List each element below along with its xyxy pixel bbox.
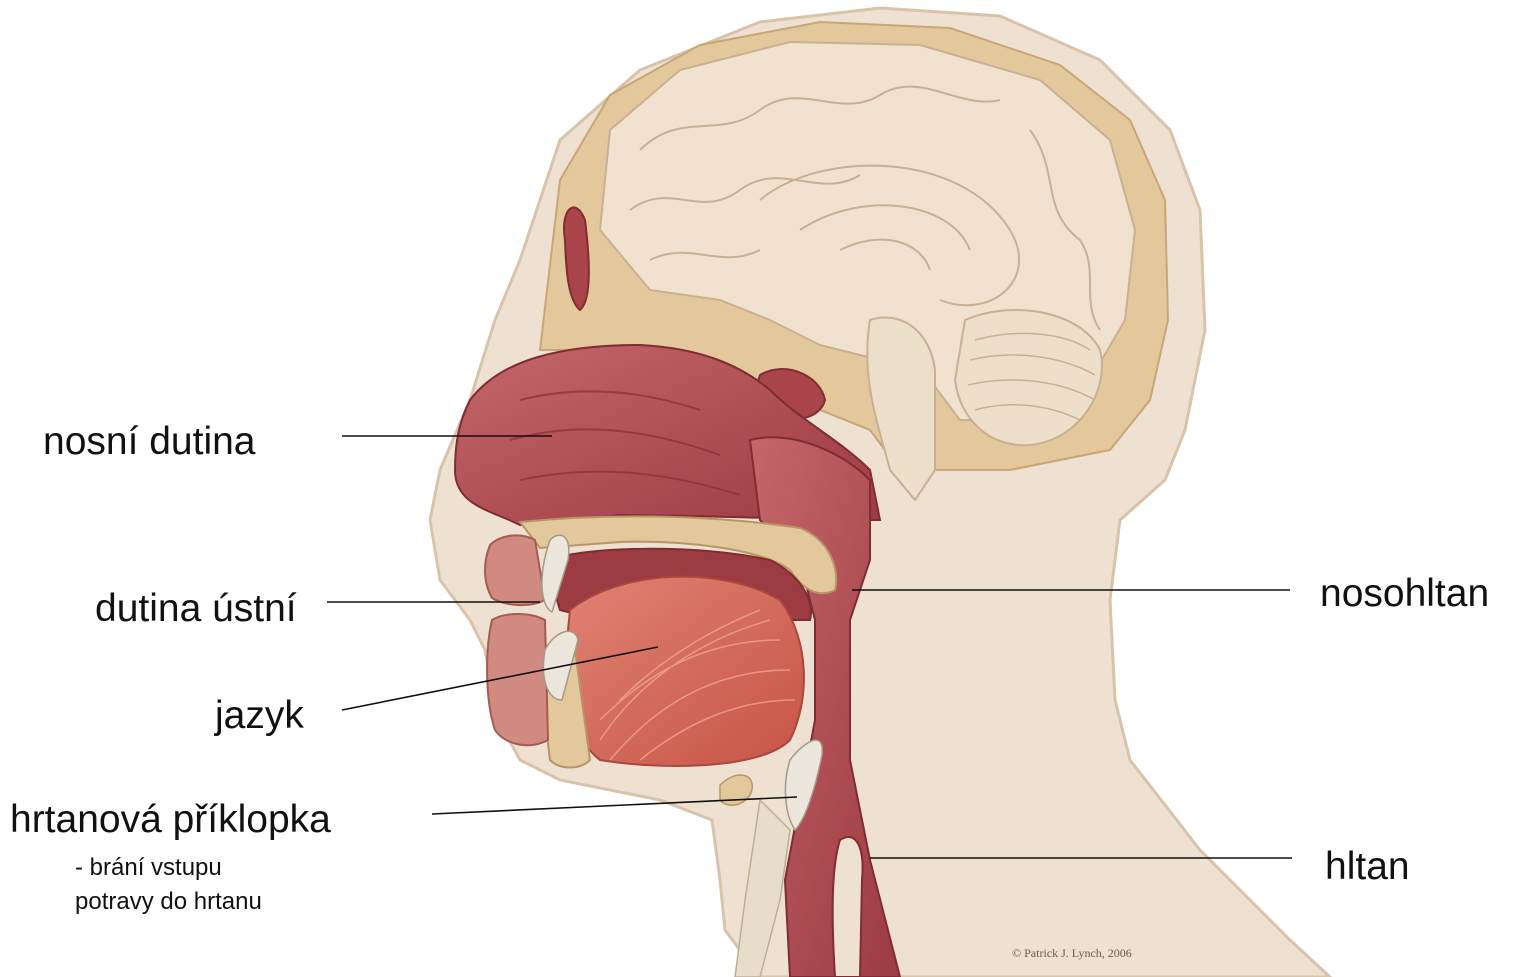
label-tongue: jazyk	[215, 694, 304, 738]
label-epiglottis-note-2: potravy do hrtanu	[75, 885, 262, 919]
label-epiglottis: hrtanová příklopka	[10, 798, 331, 842]
label-nasal-cavity: nosní dutina	[43, 420, 256, 464]
label-pharynx: hltan	[1325, 845, 1410, 889]
esophagus-split	[833, 837, 863, 977]
label-oral-cavity: dutina ústní	[95, 587, 297, 631]
copyright-credit: © Patrick J. Lynch, 2006	[1012, 946, 1132, 961]
upper-lip	[485, 535, 545, 605]
label-epiglottis-note-1: - brání vstupu	[75, 851, 222, 885]
label-nasopharynx: nosohltan	[1320, 572, 1489, 616]
